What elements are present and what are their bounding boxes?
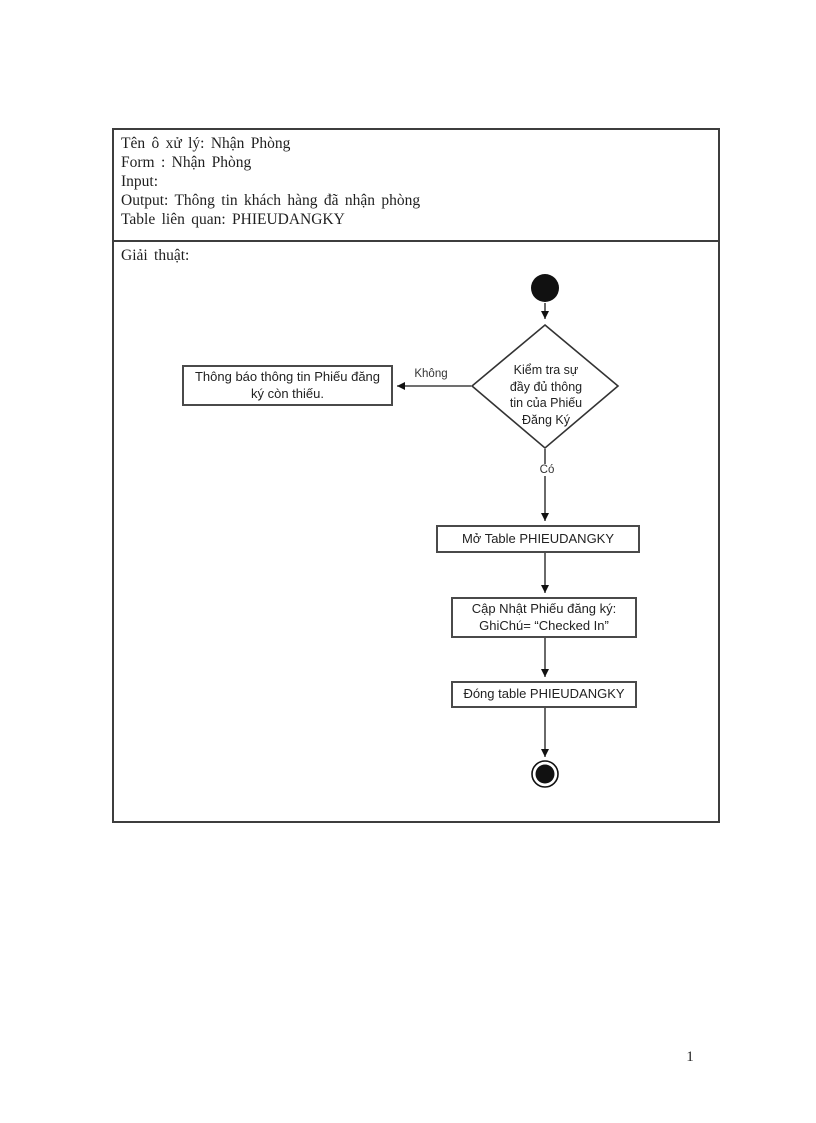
no-edge-label: Không — [414, 368, 448, 380]
close-table-box: Đóng table PHIEUDANGKY — [451, 681, 637, 708]
algorithm-label: Giải thuật: — [121, 247, 190, 264]
field-output: Output: Thông tin khách hàng đã nhận phò… — [121, 192, 421, 209]
spec-table-header-cell: Tên ô xử lý: Nhận Phòng Form : Nhận Phòn… — [114, 130, 718, 242]
field-input: Input: — [121, 173, 159, 190]
page-number: 1 — [686, 1049, 694, 1065]
decision-label: Kiểm tra sự đầy đủ thông tin của Phiếu Đ… — [486, 362, 606, 428]
field-process-name: Tên ô xử lý: Nhận Phòng — [121, 135, 291, 152]
field-related-table: Table liên quan: PHIEUDANGKY — [121, 211, 345, 228]
field-form: Form : Nhận Phòng — [121, 154, 252, 171]
notify-box-line: Thông báo thông tin Phiếu đăng — [194, 369, 381, 384]
update-registration-box: Cập Nhật Phiếu đăng ký: GhiChú= “Checked… — [451, 597, 637, 638]
yes-edge-label: Có — [534, 464, 560, 476]
open-table-box: Mở Table PHIEUDANGKY — [436, 525, 640, 553]
decision-label-line: đầy đủ thông — [509, 379, 583, 394]
notify-missing-info-box: Thông báo thông tin Phiếu đăng ký còn th… — [182, 365, 393, 406]
spec-table-body-cell: Giải thuật: — [114, 242, 718, 265]
decision-label-line: tin của Phiếu — [509, 396, 583, 410]
notify-box-line: ký còn thiếu. — [251, 385, 324, 401]
process-spec-table: Tên ô xử lý: Nhận Phòng Form : Nhận Phòn… — [112, 128, 720, 823]
update-box-line: Cập Nhật Phiếu đăng ký: — [471, 601, 617, 616]
update-box-line: GhiChú= “Checked In” — [479, 617, 609, 633]
decision-label-line: Kiểm tra sự — [513, 363, 579, 377]
decision-label-line: Đăng Ký — [522, 412, 570, 427]
